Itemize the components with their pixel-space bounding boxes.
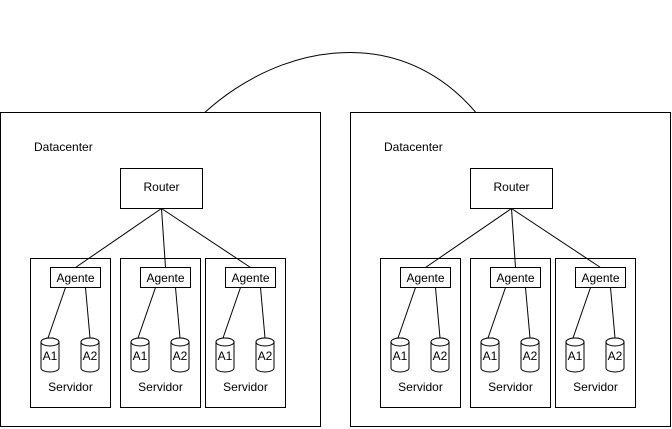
agent-label: Agente	[56, 271, 94, 285]
server-label: Servidor	[223, 380, 268, 394]
agent-label: Agente	[496, 271, 534, 285]
agent-disk-link	[397, 287, 416, 339]
datacenter-label: Datacenter	[34, 140, 93, 154]
disk-label: A2	[83, 349, 98, 363]
disk-icon: A2	[80, 337, 100, 373]
disk-label: A2	[433, 349, 448, 363]
router-agent-link	[425, 208, 512, 268]
server-label: Servidor	[48, 380, 93, 394]
agent-disk-link	[222, 287, 241, 339]
agent: Agente	[50, 267, 101, 288]
agent: Agente	[225, 267, 276, 288]
server-label: Servidor	[398, 380, 443, 394]
disk-label: A2	[608, 349, 623, 363]
agent-disk-link	[525, 287, 531, 339]
agent-disk-link	[175, 287, 181, 339]
agent-label: Agente	[406, 271, 444, 285]
disk-icon: A1	[565, 337, 585, 373]
router-agent-link	[511, 208, 516, 268]
disk-label: A1	[483, 349, 498, 363]
disk-label: A1	[218, 349, 233, 363]
disk-label: A1	[393, 349, 408, 363]
agent-disk-link	[610, 287, 616, 339]
datacenter-label: Datacenter	[384, 140, 443, 154]
disk-icon: A2	[605, 337, 625, 373]
disk-label: A2	[173, 349, 188, 363]
agent-label: Agente	[581, 271, 619, 285]
disk-icon: A1	[480, 337, 500, 373]
disk-icon: A2	[255, 337, 275, 373]
disk-label: A1	[568, 349, 583, 363]
disk-icon: A1	[40, 337, 60, 373]
agent-disk-link	[435, 287, 441, 339]
disk-label: A1	[43, 349, 58, 363]
agent-label: Agente	[146, 271, 184, 285]
agent-disk-link	[47, 287, 66, 339]
agent-disk-link	[85, 287, 91, 339]
disk-label: A1	[133, 349, 148, 363]
server-label: Servidor	[488, 380, 533, 394]
router-agent-link	[161, 208, 166, 268]
router: Router	[470, 168, 553, 209]
disk-icon: A2	[170, 337, 190, 373]
disk-icon: A2	[520, 337, 540, 373]
router-agent-link	[511, 208, 601, 268]
disk-icon: A1	[215, 337, 235, 373]
server-label: Servidor	[138, 380, 183, 394]
agent-disk-link	[487, 287, 506, 339]
router-agent-link	[75, 208, 162, 268]
disk-icon: A1	[130, 337, 150, 373]
agent: Agente	[400, 267, 451, 288]
agent: Agente	[490, 267, 541, 288]
agent-disk-link	[572, 287, 591, 339]
agent-disk-link	[260, 287, 266, 339]
agent: Agente	[140, 267, 191, 288]
disk-label: A2	[523, 349, 538, 363]
disk-icon: A2	[430, 337, 450, 373]
router-label: Router	[493, 180, 529, 194]
disk-icon: A1	[390, 337, 410, 373]
agent-label: Agente	[231, 271, 269, 285]
agent: Agente	[575, 267, 626, 288]
router-label: Router	[143, 180, 179, 194]
agent-disk-link	[137, 287, 156, 339]
server-label: Servidor	[573, 380, 618, 394]
disk-label: A2	[258, 349, 273, 363]
router-agent-link	[161, 208, 251, 268]
router: Router	[120, 168, 203, 209]
